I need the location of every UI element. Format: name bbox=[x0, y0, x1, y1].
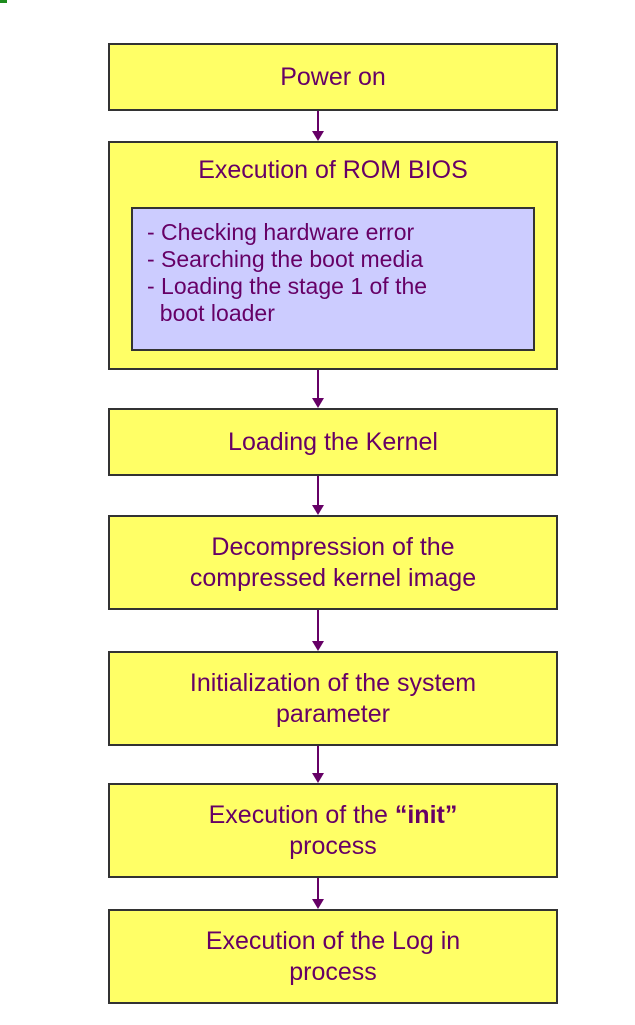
arrow-head-5 bbox=[312, 773, 324, 783]
arrow-head-6 bbox=[312, 899, 324, 909]
step-power-on: Power on bbox=[108, 43, 558, 111]
arrow-head-2 bbox=[312, 398, 324, 408]
step-label: Decompression of the bbox=[211, 532, 455, 561]
step-label: Loading the Kernel bbox=[228, 427, 438, 456]
detail-line: - Checking hardware error bbox=[147, 219, 415, 245]
step-login-process: Execution of the Log in process bbox=[108, 909, 558, 1004]
step-title: Execution of ROM BIOS bbox=[198, 156, 468, 184]
arrow-head-4 bbox=[312, 641, 324, 651]
step-rom-bios: Execution of ROM BIOS - Checking hardwar… bbox=[108, 141, 558, 370]
step-label: Execution of the Log in bbox=[205, 926, 461, 955]
step-initialization: Initialization of the system parameter bbox=[108, 651, 558, 746]
arrow-head-3 bbox=[312, 505, 324, 515]
init-emphasis: “init” bbox=[394, 800, 458, 829]
step-label: parameter bbox=[276, 699, 390, 728]
step-label: Power on bbox=[280, 62, 386, 91]
corner-mark bbox=[0, 0, 7, 3]
step-label-prefix: Execution of the bbox=[208, 800, 395, 829]
step-label: compressed kernel image bbox=[189, 563, 477, 592]
arrow-head-1 bbox=[312, 131, 324, 141]
bios-details-box: - Checking hardware error - Searching th… bbox=[131, 207, 535, 351]
step-label: process bbox=[289, 831, 377, 860]
step-loading-kernel: Loading the Kernel bbox=[108, 408, 558, 476]
step-init-process: Execution of the “init” process bbox=[108, 783, 558, 878]
step-label: process bbox=[289, 957, 377, 986]
detail-line: - Searching the boot media bbox=[147, 246, 424, 272]
step-label: Execution of the “init” bbox=[209, 800, 458, 831]
detail-line: boot loader bbox=[147, 300, 275, 326]
step-label: Initialization of the system bbox=[189, 668, 477, 697]
step-decompression: Decompression of the compressed kernel i… bbox=[108, 515, 558, 610]
detail-line: - Loading the stage 1 of the bbox=[147, 273, 428, 299]
